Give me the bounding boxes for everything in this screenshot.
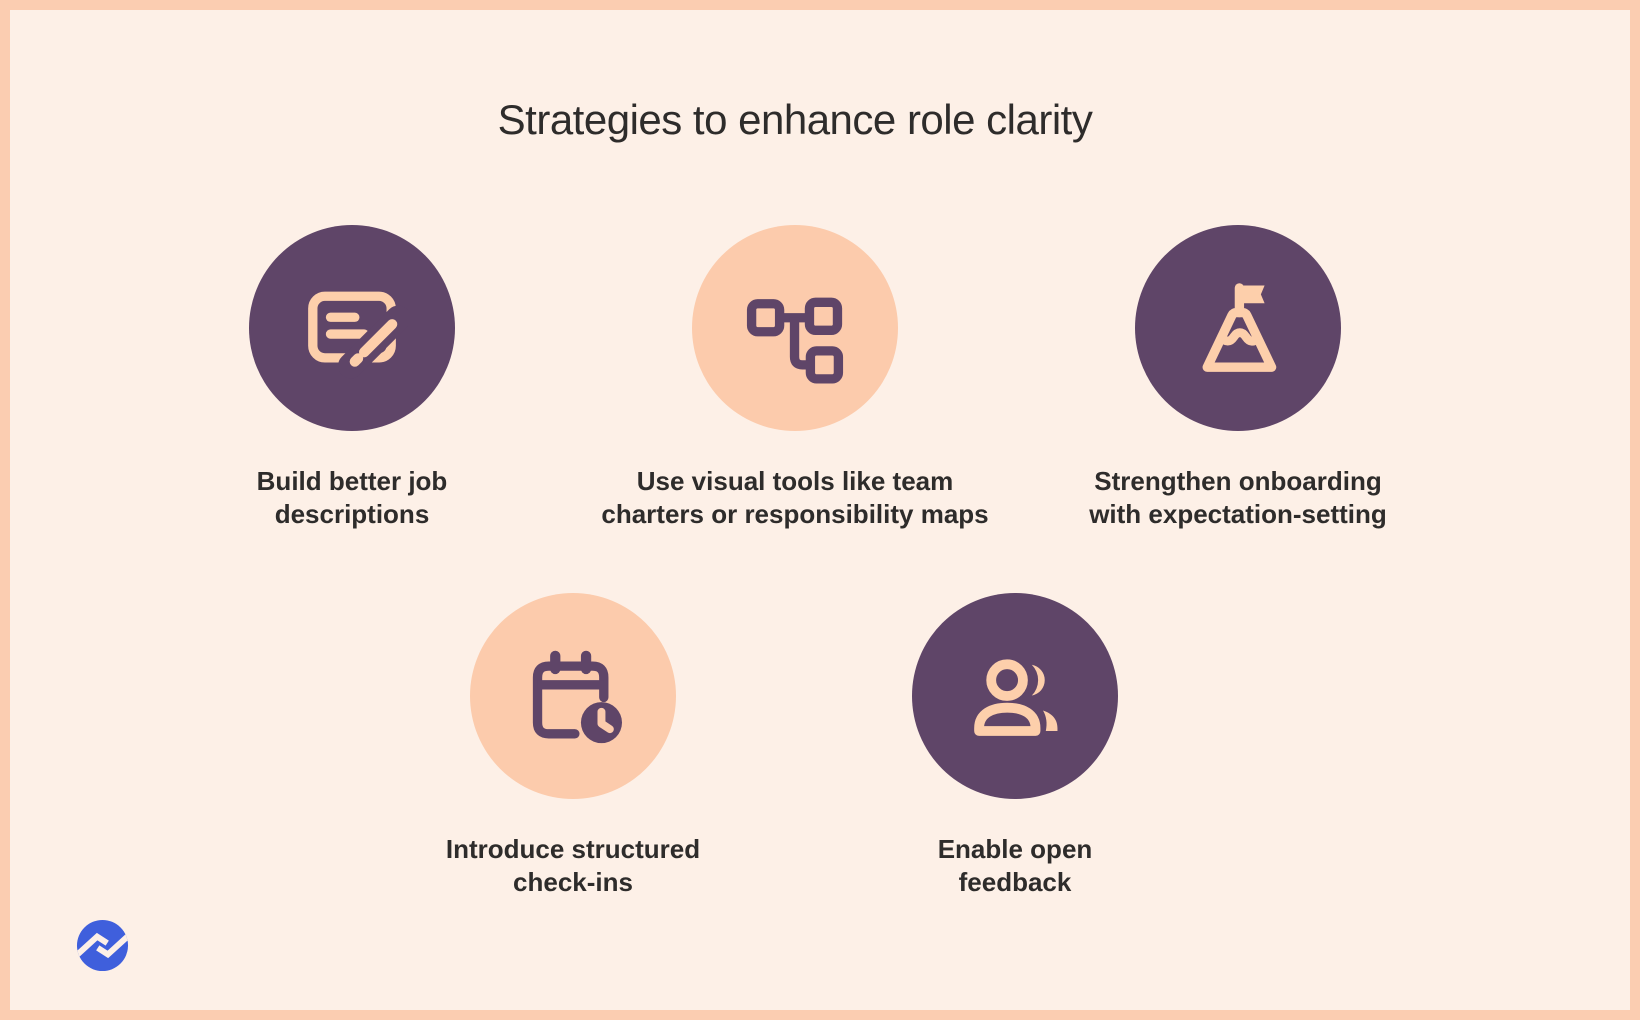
icon-circle	[912, 593, 1118, 799]
strategy-label: Build better job descriptions	[256, 466, 448, 529]
calendar-clock-icon	[517, 640, 629, 752]
page-title: Strategies to enhance role clarity	[497, 96, 1093, 143]
strategy-label: Strengthen onboarding with expectation-s…	[1089, 466, 1387, 529]
strategy-label: Enable open feedback	[937, 834, 1093, 897]
flowchart-icon	[739, 272, 851, 384]
icon-circle	[1135, 225, 1341, 431]
strategy-card-check-ins: Introduce structured check-ins	[343, 593, 803, 899]
icon-circle	[470, 593, 676, 799]
mountain-flag-icon	[1182, 272, 1294, 384]
strategy-label: Use visual tools like team charters or r…	[601, 466, 989, 529]
people-icon	[959, 640, 1071, 752]
icon-circle	[692, 225, 898, 431]
strategy-card-onboarding: Strengthen onboarding with expectation-s…	[1008, 225, 1468, 531]
strategy-label: Introduce structured check-ins	[445, 834, 701, 897]
strategy-card-job-descriptions: Build better job descriptions	[122, 225, 582, 531]
strategy-card-feedback: Enable open feedback	[785, 593, 1245, 899]
note-edit-icon	[296, 272, 408, 384]
strategy-card-visual-tools: Use visual tools like team charters or r…	[565, 225, 1025, 531]
brand-logo	[74, 917, 131, 974]
icon-circle	[249, 225, 455, 431]
